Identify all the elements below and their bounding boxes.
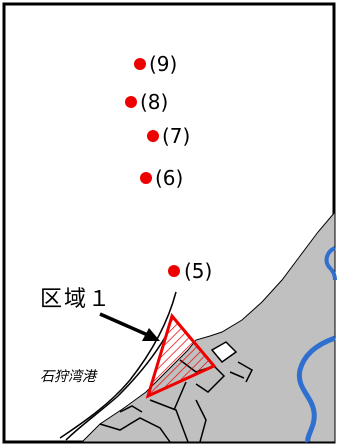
area-1-arrow xyxy=(99,312,160,341)
point-6-label: (6) xyxy=(155,166,183,190)
point-5-marker[interactable] xyxy=(168,265,180,277)
area-1-region[interactable] xyxy=(145,312,217,399)
point-9-label: (9) xyxy=(149,52,177,76)
point-9-marker[interactable] xyxy=(134,58,146,70)
river xyxy=(296,335,336,443)
point-7-label: (7) xyxy=(162,124,190,148)
coastline-outer xyxy=(59,291,177,439)
port-label: 石狩湾港 xyxy=(40,369,98,385)
coastline-inner xyxy=(65,331,169,441)
river-inlet xyxy=(324,246,337,281)
point-6-marker[interactable] xyxy=(140,172,152,184)
point-5-label: (5) xyxy=(184,259,212,283)
point-8-label: (8) xyxy=(140,90,168,114)
point-7-marker[interactable] xyxy=(147,130,159,142)
point-8-marker[interactable] xyxy=(125,96,137,108)
roads xyxy=(99,341,253,443)
area-1-label: 区域１ xyxy=(40,287,112,312)
